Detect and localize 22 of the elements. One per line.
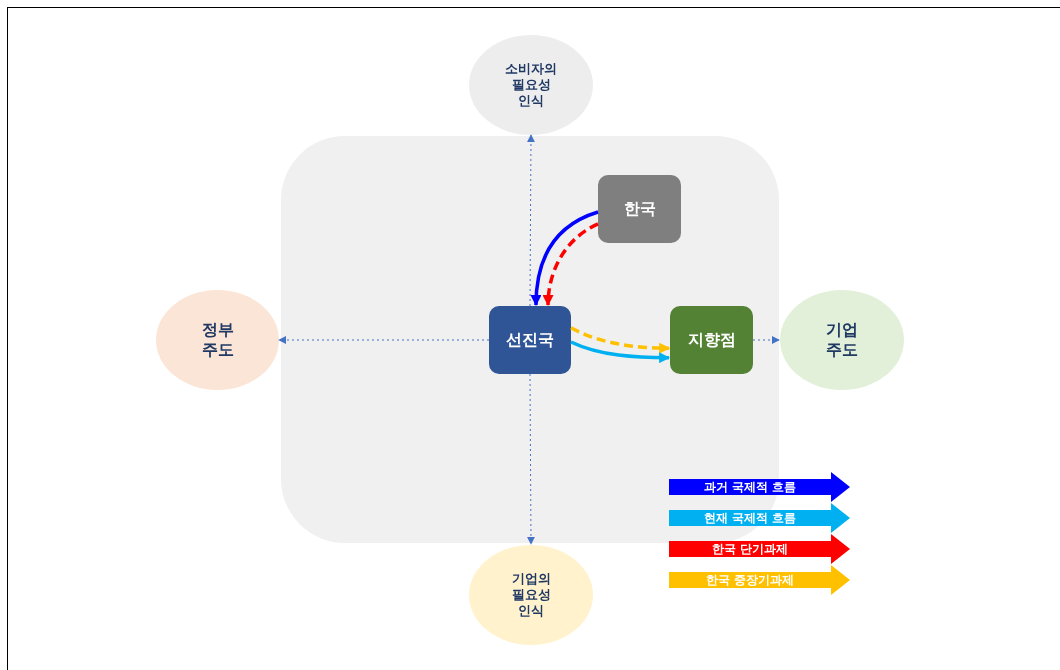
arrow <box>542 222 599 307</box>
arrow <box>526 373 535 545</box>
process-box <box>598 175 681 243</box>
arrow <box>570 340 671 364</box>
legend-label: 한국 단기과제 <box>710 541 790 557</box>
node-label: 소비자의 필요성 인식 <box>504 60 558 110</box>
arrow <box>752 336 780 344</box>
node-label: 기업 주도 <box>825 320 859 360</box>
legend-label: 현재 국제적 흐름 <box>702 510 798 526</box>
arrow <box>530 210 599 307</box>
arrow <box>526 134 535 307</box>
node-label: 한국 <box>623 199 656 219</box>
node-label: 정부 주도 <box>200 320 235 360</box>
arrow <box>570 326 671 354</box>
node-label: 지향점 <box>687 330 736 350</box>
arrow <box>278 336 490 344</box>
legend-label: 한국 중장기과제 <box>704 572 796 588</box>
node-label: 선진국 <box>506 330 554 350</box>
node-label: 기업의 필요성 인식 <box>510 570 552 620</box>
process-box <box>670 306 753 374</box>
legend-label: 과거 국제적 흐름 <box>702 479 798 495</box>
process-box <box>489 306 571 374</box>
